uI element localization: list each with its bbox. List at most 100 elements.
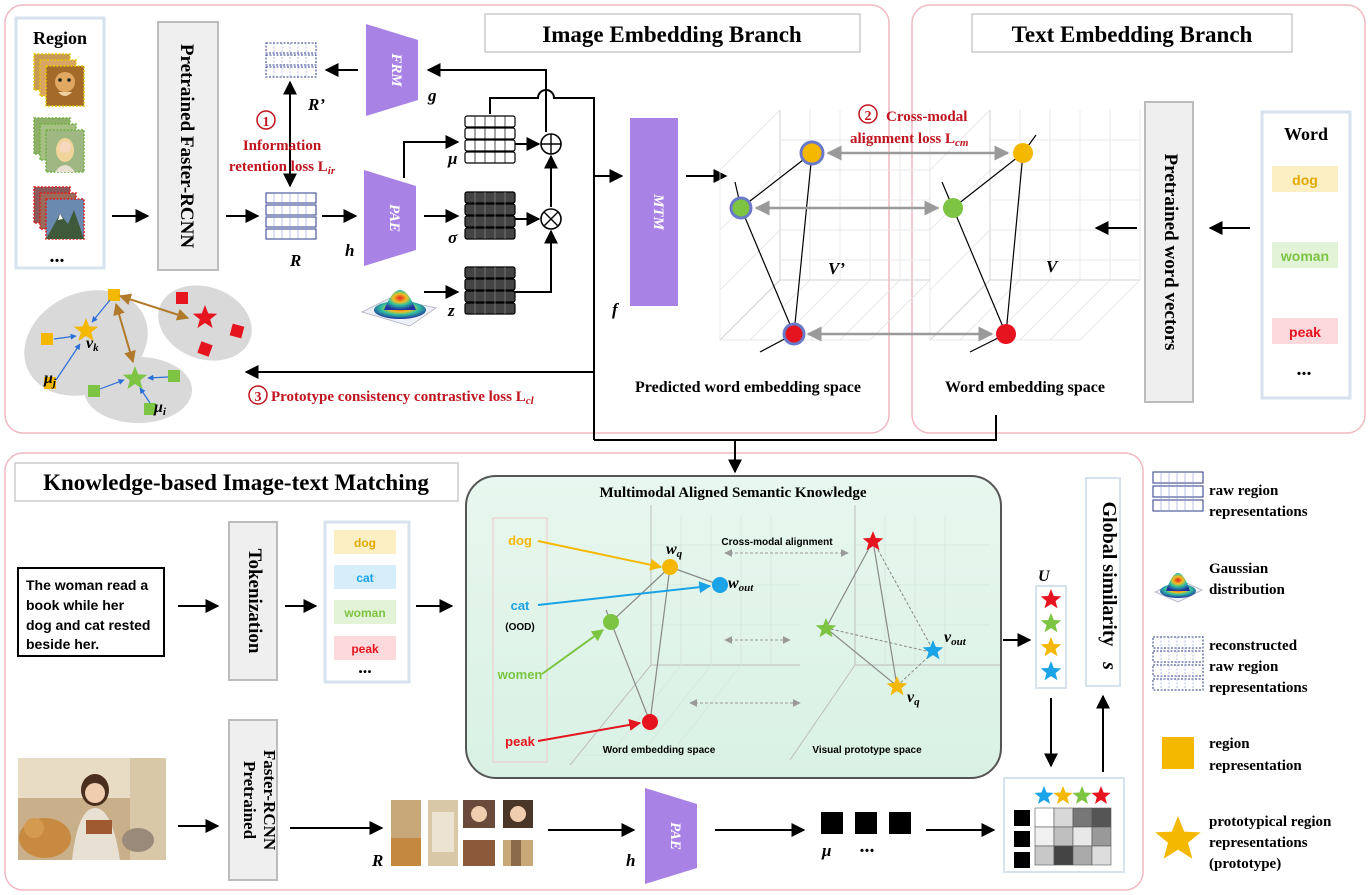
label-wout: wout: [728, 575, 754, 594]
prototype-clusters: [24, 285, 252, 423]
mu-square-2: [855, 812, 877, 834]
proto-mui: μi: [153, 399, 167, 418]
pae-module-bottom: [645, 788, 697, 884]
token-woman: woman: [343, 606, 385, 620]
knowledge-dot-women: [603, 614, 619, 630]
label-vout-sub: out: [951, 636, 967, 648]
knowledge-box: [465, 475, 1002, 779]
mu-stack: [464, 115, 516, 164]
symbol-R-prime: R’: [307, 95, 325, 114]
label-vq: vq: [907, 689, 920, 708]
U-star-blue: [1040, 661, 1062, 681]
loss3-text: Prototype consistency contrastive loss L: [271, 389, 526, 405]
knowledge-star-green: [815, 618, 837, 638]
word-space-label: Word embedding space: [945, 379, 1105, 396]
faster-rcnn-bottom-line2: Faster-RCNN: [260, 750, 279, 851]
loss2-number: 2: [865, 109, 872, 124]
legend-gaussian-icon: [1154, 573, 1203, 603]
legend-raw-line2: representations: [1209, 504, 1308, 520]
loss2-line1: Cross-modal: [886, 109, 967, 125]
mu-square-3: [889, 812, 911, 834]
frm-label: FRM: [388, 52, 404, 87]
loss1-line1: Information: [243, 138, 322, 154]
reconstructed-region-stack: [265, 42, 317, 78]
token-cat: cat: [356, 571, 373, 585]
gaussian-distribution-top: [360, 290, 437, 327]
proto-vk-main: v: [86, 335, 94, 352]
faster-rcnn-box-bottom: [228, 719, 278, 881]
region-crops: [391, 800, 533, 866]
knowledge-right-edges: [825, 540, 898, 688]
matrix-star-yellow: [1053, 786, 1073, 804]
mtm-module: [630, 118, 678, 306]
plus-operator-sign: [541, 134, 561, 154]
faster-rcnn-bottom-line1: Pretrained: [240, 761, 259, 840]
knowledge-grid-right: [789, 505, 1000, 761]
knowledge-arrow-cat: [537, 581, 712, 606]
matching-title: Knowledge-based Image-text Matching: [43, 470, 429, 495]
symbol-mu-bottom: μ: [821, 841, 831, 860]
sentence-box: [17, 567, 165, 657]
pae-label-top: PAE: [386, 204, 402, 232]
symbol-mu: μ: [447, 149, 457, 168]
word-dot-dog: [1013, 143, 1033, 163]
legend-gauss-line1: Gaussian: [1209, 561, 1269, 577]
sentence-line-4: beside her.: [26, 636, 99, 652]
loss3-badge: [248, 385, 268, 405]
legend-raw-region-icon: [1152, 471, 1204, 512]
word-vectors-label: Pretrained word vectors: [1160, 154, 1181, 351]
legend-raw-line1: raw region: [1209, 483, 1279, 499]
knowledge-star-blue: [922, 640, 944, 660]
knowledge-word-cat: cat: [511, 598, 530, 613]
word-chip-peak-bg: [1272, 318, 1338, 344]
word-vectors-box: [1144, 101, 1194, 403]
legend-recon-line3: representations: [1209, 680, 1308, 696]
word-chip-dog-bg: [1272, 166, 1338, 192]
legend-square-icon: [1162, 737, 1194, 769]
label-wout-sub: out: [739, 582, 755, 594]
knowledge-dot-peak: [642, 714, 658, 730]
word-dot-peak: [996, 324, 1016, 344]
U-star-yellow: [1040, 637, 1062, 657]
pred-dot-peak: [782, 322, 806, 346]
knowledge-word-column: [492, 517, 548, 763]
arrow-pae-to-mu: [403, 135, 460, 178]
label-wq-sub: q: [677, 548, 683, 560]
token-dog: dog: [354, 536, 376, 550]
knowledge-dashed-3: [896, 655, 930, 687]
loss2-line2: alignment loss Lcm: [850, 131, 969, 149]
loss2-badge: [858, 104, 878, 124]
knowledge-title: Multimodal Aligned Semantic Knowledge: [599, 485, 866, 501]
predicted-space-label: Predicted word embedding space: [635, 379, 861, 396]
knowledge-dashed-1: [872, 540, 933, 649]
matrix-row-square-1: [1014, 810, 1030, 826]
legend-region-line2: representation: [1209, 758, 1302, 774]
knowledge-word-dog: dog: [508, 533, 532, 548]
matrix-row-square-2: [1014, 831, 1030, 847]
region-image-dog: [33, 53, 85, 107]
symbol-g: g: [427, 86, 437, 105]
label-vout: vout: [944, 629, 967, 648]
region-ellipsis: ...: [50, 245, 65, 267]
legend-gauss-line2: distribution: [1209, 582, 1286, 598]
token-peak-bg: [334, 636, 396, 660]
legend-proto-line1: prototypical region: [1209, 814, 1332, 830]
proto-vk-sub: k: [93, 342, 99, 354]
region-label: Region: [33, 28, 87, 48]
knowledge-word-ood: (OOD): [505, 622, 534, 633]
pae-label-bottom: PAE: [667, 822, 683, 850]
text-branch-panel: [911, 4, 1366, 434]
matching-title-box: [14, 462, 459, 502]
knowledge-dot-wout: [712, 577, 728, 593]
legend-recon-line2: raw region: [1209, 659, 1279, 675]
label-vout-main: v: [944, 629, 952, 646]
symbol-f: f: [612, 300, 620, 319]
loss3-text-line: Prototype consistency contrastive loss L…: [271, 389, 535, 407]
times-operator-sign: [543, 211, 559, 227]
arrow-z-to-times: [515, 229, 558, 293]
mtm-label: MTM: [650, 193, 666, 231]
knowledge-word-space-label: Word embedding space: [603, 745, 716, 756]
sentence-line-2: book while her: [26, 597, 125, 613]
word-chip-woman: woman: [1280, 248, 1329, 264]
